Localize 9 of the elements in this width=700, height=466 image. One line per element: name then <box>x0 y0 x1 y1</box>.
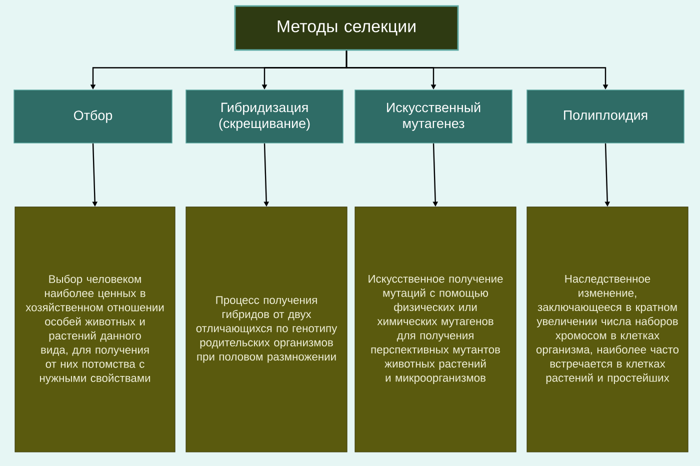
method-box: Искусственный мутагенез <box>354 90 512 144</box>
method-box: Отбор <box>14 90 172 144</box>
description-box: Процесс получения гибридов от двух отличающихся по генотипу родительских организмов при половом размножении <box>186 206 348 452</box>
method-box: Полиплоидия <box>526 90 684 144</box>
description-box: Выбор человеком наиболее ценных в хозяйственном отношении особей животных и растений данного вида, для получения от них потомства с нужными свойствами <box>14 206 176 452</box>
description-box: Наследственное изменение, заключающееся в кратном увеличении числа наборов хромосом в клетках организма, наиболее часто встречается в клетках растений и простейших <box>526 206 688 452</box>
method-box: Гибридизация (скрещивание) <box>186 90 344 144</box>
description-box: Искусственное получение мутаций с помощью физических или химических мутагенов для получения перспективных мутантов животных растений и микроорганизмов <box>354 206 516 452</box>
title-box: Методы селекции <box>234 5 459 51</box>
